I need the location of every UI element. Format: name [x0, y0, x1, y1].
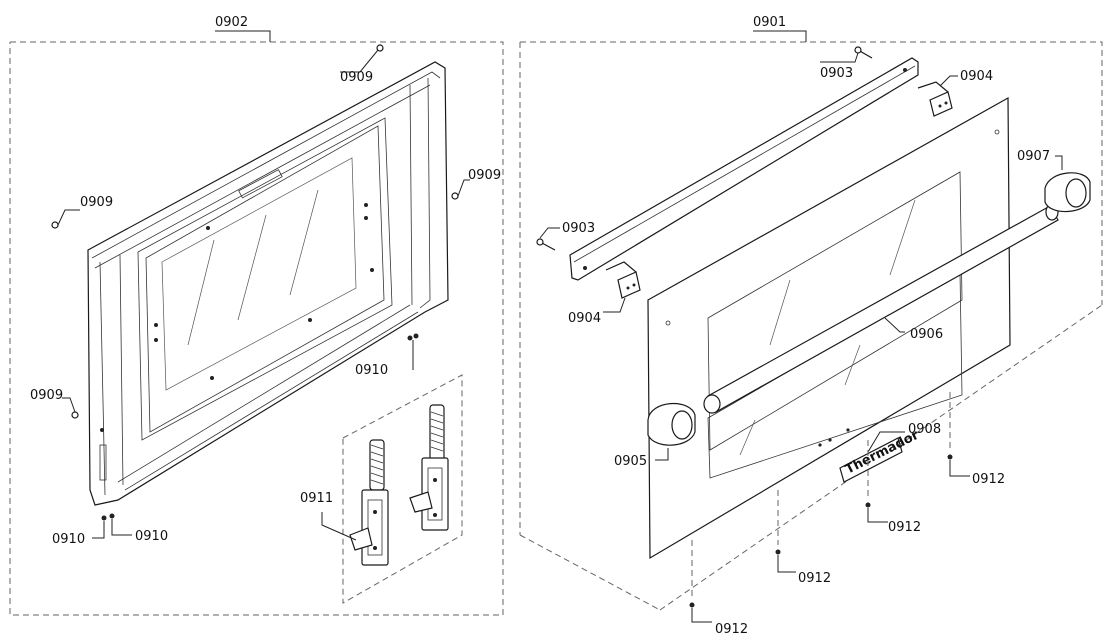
callout-0910-mid: 0910 — [135, 529, 168, 544]
inner-door-liner — [87, 61, 449, 506]
screw-0909-right: 0909 — [451, 168, 501, 200]
screw-0903-left: 0903 — [536, 221, 595, 251]
screw-0910-right: 0910 — [355, 333, 419, 378]
screw-0903-top: 0903 — [820, 46, 873, 81]
hinge-group-0911: 0911 — [300, 374, 463, 604]
bracket-0904-left: 0904 — [568, 261, 641, 326]
bracket-0904-top: 0904 — [917, 69, 993, 117]
end-cap-0905: 0905 — [614, 402, 696, 469]
callout-0902: 0902 — [215, 15, 248, 30]
callout-0909-right: 0909 — [468, 168, 501, 183]
callout-0904-top: 0904 — [960, 69, 993, 84]
callout-0901: 0901 — [753, 15, 786, 30]
callout-0909-left: 0909 — [80, 195, 113, 210]
group-0902-frame: 0902 — [9, 15, 504, 616]
callout-0908: 0908 — [908, 422, 941, 437]
screw-0912-b: 0912 — [775, 490, 831, 586]
outer-door-panel — [647, 96, 1011, 560]
screw-0910-left: 0910 — [52, 515, 107, 547]
callout-0906: 0906 — [910, 327, 943, 342]
callout-0912-b: 0912 — [798, 571, 831, 586]
screw-0912-d: 0912 — [947, 392, 1005, 487]
screw-0912-a: 0912 — [689, 540, 748, 637]
top-trim-strip — [569, 57, 919, 281]
group-0901-frame: 0901 — [519, 15, 1103, 611]
callout-0912-c: 0912 — [888, 520, 921, 535]
screw-0910-mid: 0910 — [109, 513, 168, 544]
callout-0912-a: 0912 — [715, 622, 748, 637]
callout-0909-top: 0909 — [340, 70, 373, 85]
callout-0907: 0907 — [1017, 149, 1050, 164]
screw-0912-c: 0912 — [865, 440, 921, 535]
hinge-right — [409, 404, 449, 531]
callout-0903-top: 0903 — [820, 66, 853, 81]
callout-0909-lower: 0909 — [30, 388, 63, 403]
callout-0904-left: 0904 — [568, 311, 601, 326]
callout-0912-d: 0912 — [972, 472, 1005, 487]
door-handle-0906: 0906 — [703, 203, 1059, 414]
callout-0903-left: 0903 — [562, 221, 595, 236]
callout-0905: 0905 — [614, 454, 647, 469]
screw-0909-left: 0909 — [51, 195, 113, 229]
end-cap-0907: 0907 — [1017, 149, 1091, 213]
callout-0910-right: 0910 — [355, 363, 388, 378]
callout-0910-left: 0910 — [52, 532, 85, 547]
screw-0909-lower: 0909 — [30, 388, 79, 419]
callout-0911: 0911 — [300, 491, 333, 506]
hinge-left — [349, 439, 389, 566]
screw-0909-top: 0909 — [340, 44, 384, 85]
